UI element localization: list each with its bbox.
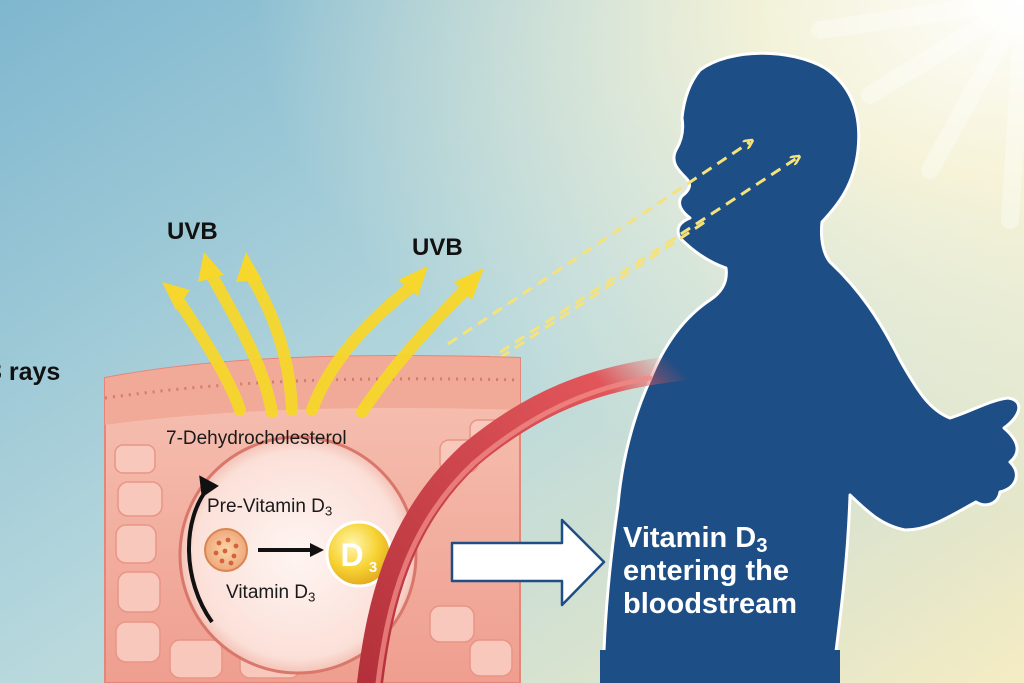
pre-vitamin-label-text: Pre-Vitamin D: [207, 496, 325, 517]
blood-vessel-highlight: [375, 375, 653, 683]
ground-fade: [600, 650, 840, 683]
pre-vitamin-molecule-dots: [213, 537, 239, 566]
conversion-arc-arrow: [187, 486, 214, 624]
uvb-label-right: UVB: [412, 234, 463, 261]
badge-letter: D: [340, 537, 363, 573]
uvb-arrows: [172, 266, 471, 418]
dehydrocholesterol-label: 7-Dehydrocholesterol: [166, 428, 347, 449]
bloodstream-caption-line-1-text: Vitamin D: [623, 522, 757, 554]
pre-vitamin-label: Pre-Vitamin D3: [207, 496, 332, 518]
bloodstream-caption-line-2: entering the: [623, 555, 789, 587]
pre-vitamin-label-subscript: 3: [324, 503, 333, 519]
uvb-rays-label: 3 rays: [0, 358, 61, 386]
uvb-arrowheads: [162, 252, 484, 310]
uvb-label-left: UVB: [167, 218, 218, 245]
sun-rays: [811, 0, 1024, 229]
bloodstream-caption-line-3: bloodstream: [623, 588, 798, 620]
vitamin-d3-label-subscript: 3: [308, 589, 316, 605]
skin-cross-section: D 3: [104, 355, 521, 683]
conversion-circle: [178, 435, 418, 675]
badge-subscript: 3: [369, 559, 377, 576]
bloodstream-arrow: [450, 518, 606, 607]
person-silhouette: [601, 51, 1021, 683]
bloodstream-caption-subscript: 3: [756, 535, 768, 558]
epidermis-layer: [105, 356, 520, 425]
vitamin-d3-label: Vitamin D3: [226, 582, 315, 604]
bloodstream-caption: Vitamin D3 entering the bloodstream: [623, 522, 853, 621]
conversion-arc-arrowhead: [199, 475, 219, 498]
blood-vessel: [357, 355, 693, 683]
dashed-uv-rays: [447, 142, 797, 374]
bloodstream-caption-line-1: Vitamin D3: [623, 522, 853, 558]
vitamin-d3-label-text: Vitamin D: [226, 582, 309, 603]
